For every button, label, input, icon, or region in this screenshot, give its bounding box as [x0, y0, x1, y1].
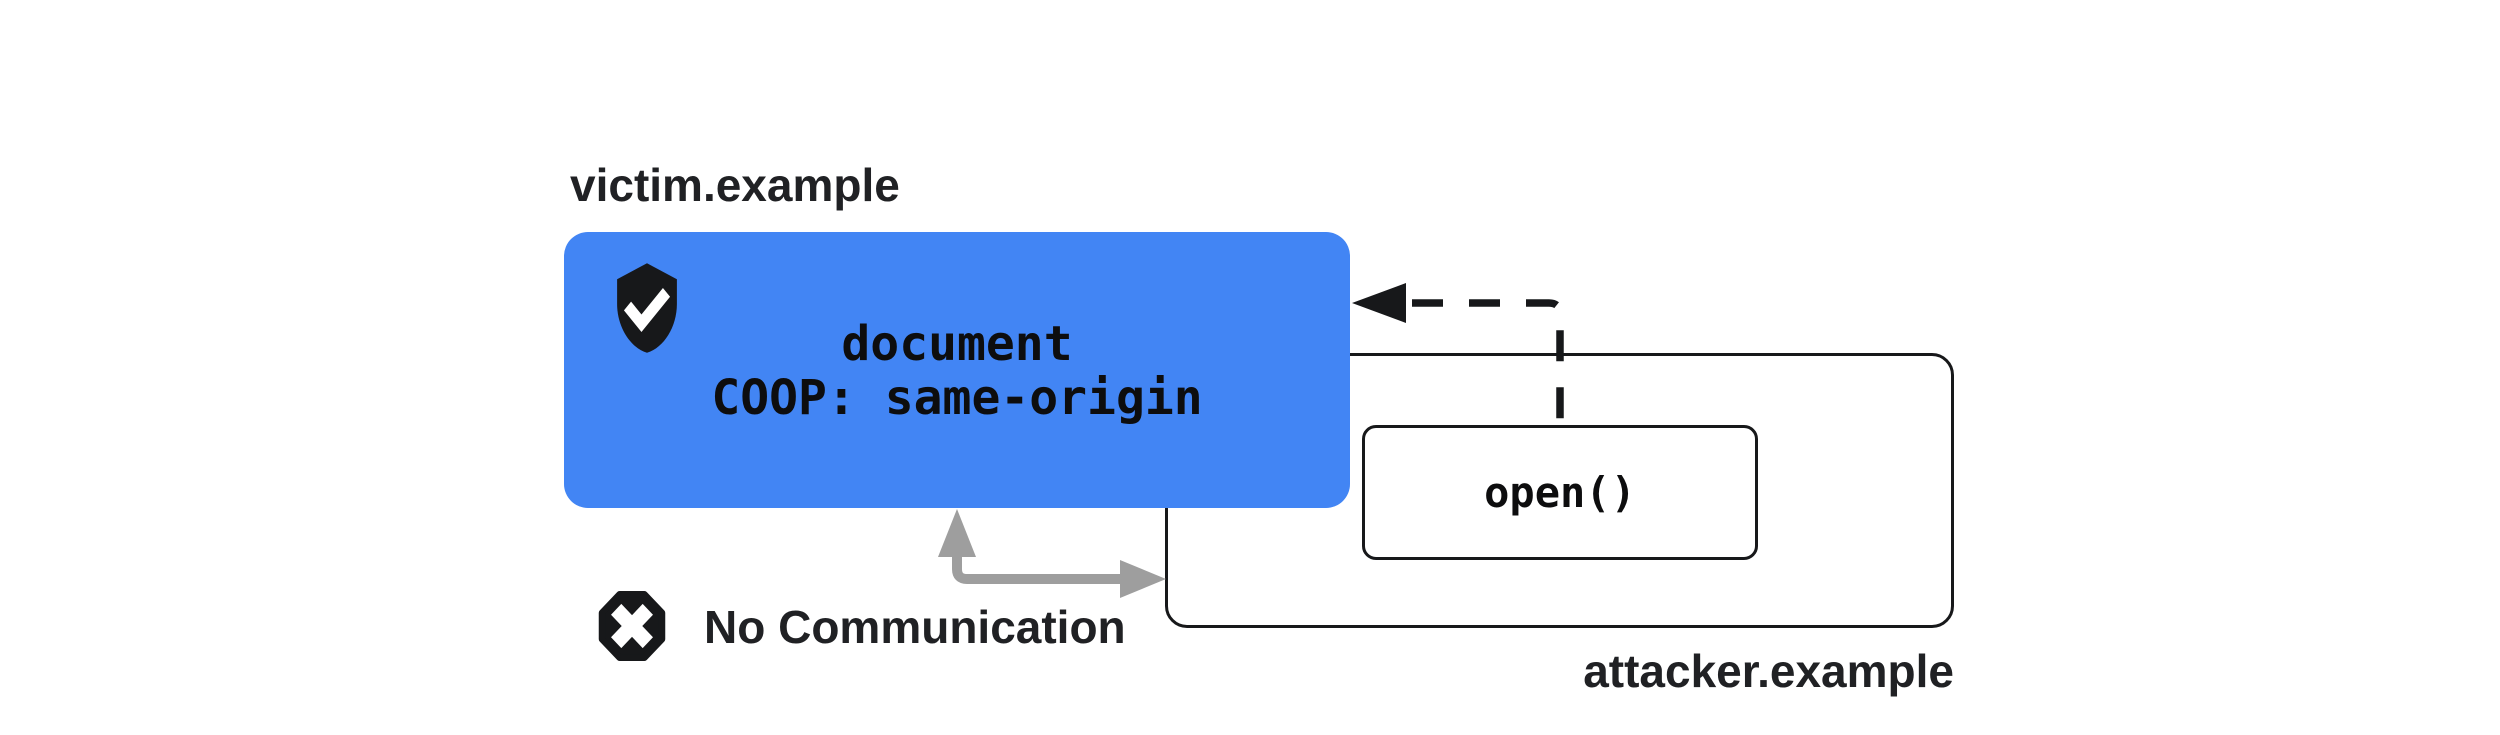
blocked-x-octagon-icon: [598, 591, 666, 661]
coop-policy-label: COOP: same-origin: [711, 370, 1203, 426]
attacker-domain-label: attacker.example: [1583, 645, 1954, 697]
victim-document-box: [564, 232, 1350, 508]
document-label: document: [841, 316, 1073, 372]
open-call-label: open(): [1484, 468, 1636, 517]
no-communication-label: No Communication: [704, 601, 1126, 653]
victim-domain-label: victim.example: [570, 159, 900, 211]
victim-document-text: document COOP: same-origin: [564, 317, 1350, 425]
blocked-communication-arrow: [938, 509, 1166, 598]
shield-check-icon: [617, 263, 677, 353]
open-call-box: open(): [1362, 425, 1758, 560]
